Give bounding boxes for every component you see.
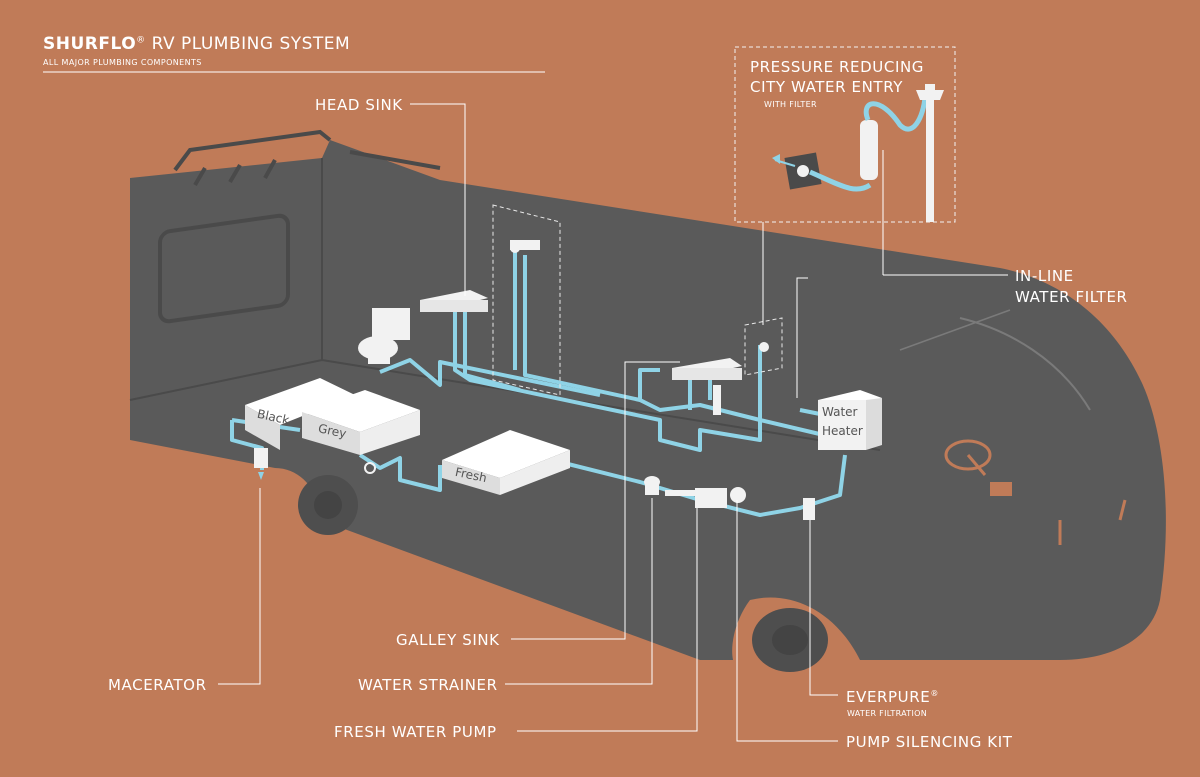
page-subtitle: ALL MAJOR PLUMBING COMPONENTS: [43, 58, 202, 67]
title-brand: SHURFLO: [43, 34, 137, 54]
dash-box: [990, 482, 1012, 496]
label-water-strainer: WATER STRAINER: [358, 676, 498, 694]
everpure-text: EVERPURE: [846, 688, 931, 706]
inline-filter-icon: [713, 385, 721, 415]
fresh-tank: [442, 430, 570, 495]
tank-label-heater-line1: Water: [822, 405, 858, 419]
black-tank: [245, 378, 355, 450]
rv-body: [129, 129, 1166, 672]
label-head-sink: HEAD SINK: [315, 96, 403, 114]
title-reg-mark: ®: [136, 35, 146, 46]
label-fresh-water-pump: FRESH WATER PUMP: [334, 723, 497, 741]
toilet-icon: [358, 308, 410, 364]
steering-wheel-icon: [944, 439, 992, 471]
everpure-filter-icon: [803, 498, 815, 520]
label-galley-sink: GALLEY SINK: [396, 631, 500, 649]
label-pressure-line1: PRESSURE REDUCING: [750, 58, 925, 76]
galley-sink-icon: [672, 358, 742, 380]
label-inline-line2: WATER FILTER: [1015, 288, 1128, 306]
city-entry-marker: [744, 317, 783, 376]
label-everpure: EVERPURE®: [846, 688, 939, 706]
grey-tank: [302, 390, 420, 455]
macerator-icon: [254, 448, 268, 480]
page-title: SHURFLO® RV PLUMBING SYSTEM: [43, 34, 350, 54]
tank-label-heater-line2: Heater: [822, 424, 863, 438]
label-inline-line1: IN-LINE: [1015, 267, 1074, 285]
water-strainer-icon: [644, 476, 660, 495]
label-pressure-line2: CITY WATER ENTRY: [750, 78, 904, 96]
water-heater: [818, 390, 882, 450]
label-macerator: MACERATOR: [108, 676, 207, 694]
label-everpure-sub: WATER FILTRATION: [847, 709, 927, 718]
head-sink-icon: [420, 290, 488, 312]
title-rest: RV PLUMBING SYSTEM: [145, 34, 351, 54]
shower-head-icon: [510, 240, 540, 253]
pressure-reducing-inset: [734, 46, 956, 223]
city-water-entry-illustration: [772, 84, 944, 222]
label-pressure-sub: WITH FILTER: [764, 100, 817, 109]
leader-lines: [218, 103, 1008, 742]
everpure-reg-mark: ®: [930, 689, 939, 698]
label-pump-silencing-kit: PUMP SILENCING KIT: [846, 733, 1013, 751]
fresh-water-pump-icon: [665, 487, 746, 508]
